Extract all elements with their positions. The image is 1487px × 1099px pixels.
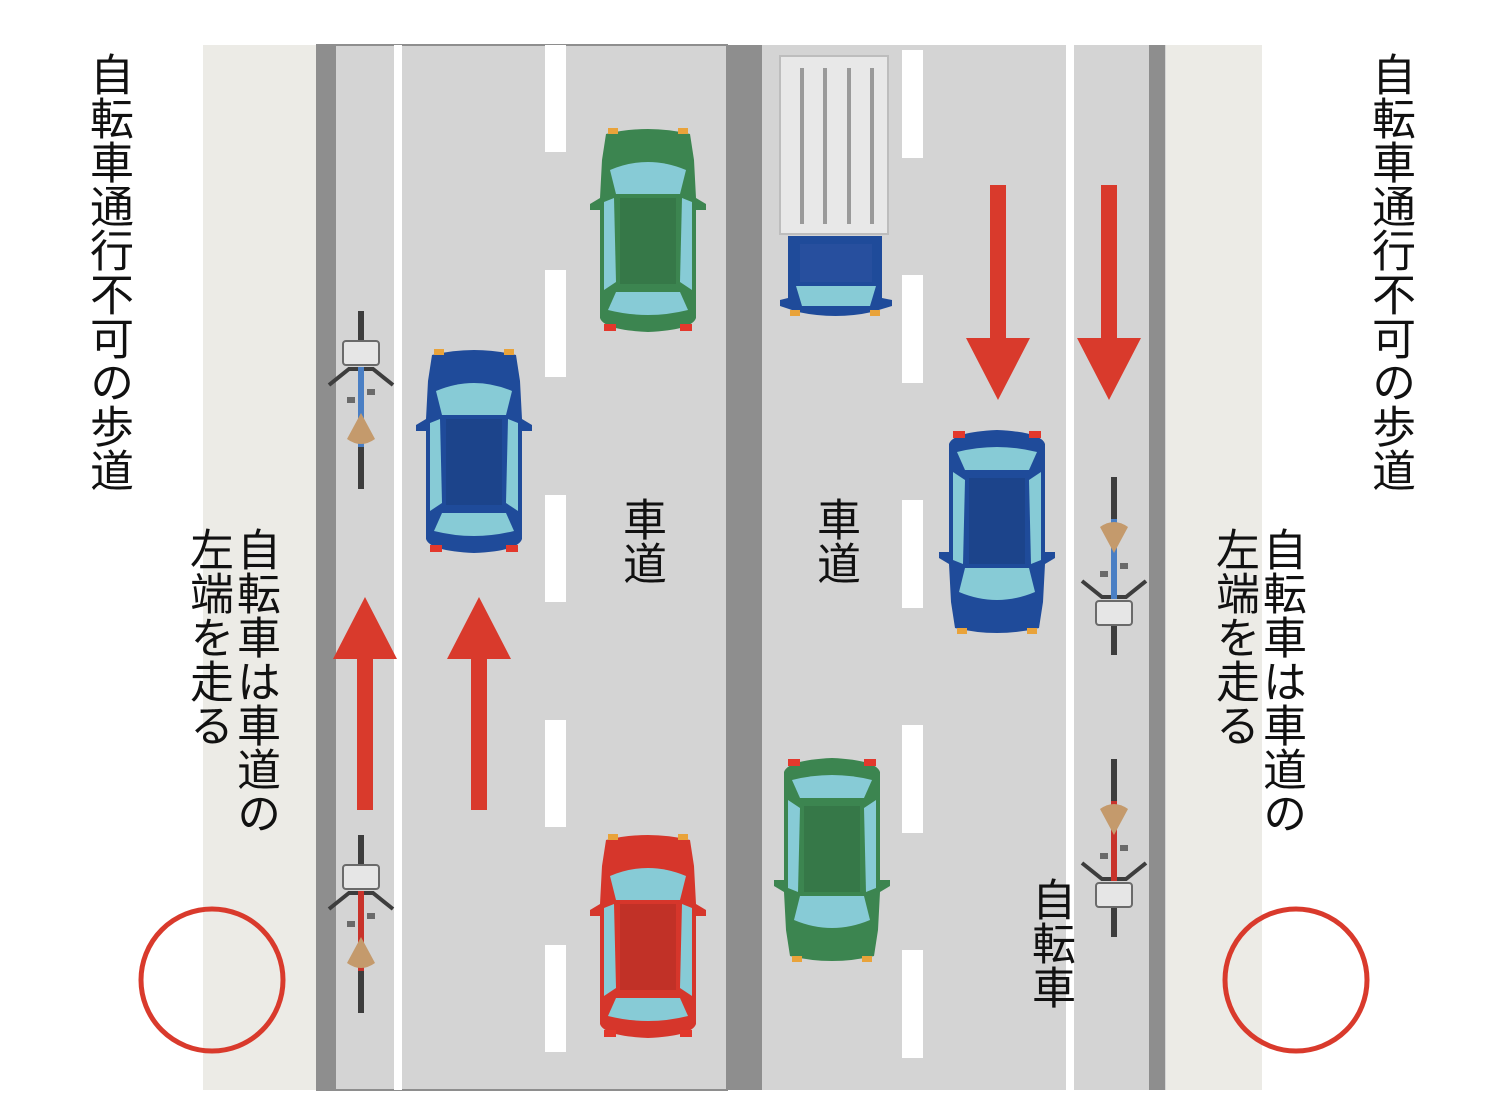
- truck-cargo-stripe: [823, 68, 827, 224]
- ok-circle-left: [138, 906, 286, 1054]
- label-sidewalk-left: 自転車通行不可の歩道: [82, 52, 133, 492]
- arrow-lane-right: [966, 185, 1030, 400]
- lane-dash-right: [902, 500, 923, 608]
- truck-cargo-stripe: [870, 68, 874, 224]
- arrow-bike-lane-left: [333, 597, 397, 810]
- scene-layer: [138, 44, 1370, 1091]
- label-roadway-left: 車道: [615, 497, 666, 585]
- ok-circle-right: [1222, 906, 1370, 1054]
- bike-lane-line-right: [1066, 45, 1074, 1090]
- lane-dash-left: [545, 495, 566, 602]
- lane-dash-left: [545, 720, 566, 827]
- car-green-southbound: [774, 758, 890, 962]
- lane-dash-left: [545, 270, 566, 377]
- car-blue-southbound: [939, 430, 1055, 634]
- car-blue-northbound: [416, 349, 532, 553]
- lane-dash-right: [902, 725, 923, 833]
- lane-dash-left: [545, 45, 566, 152]
- center-divider: [727, 45, 762, 1090]
- label-bike-rule-right: 自転車は車道の 左端を走る: [1208, 527, 1306, 835]
- lane-dash-left: [545, 945, 566, 1052]
- bike-lane-line-left: [394, 45, 402, 1090]
- lane-dash-right: [902, 275, 923, 383]
- label-sidewalk-right: 自転車通行不可の歩道: [1364, 52, 1415, 492]
- label-bike-rule-left: 自転車は車道の 左端を走る: [182, 527, 280, 835]
- label-roadway-right: 車道: [809, 497, 860, 585]
- lane-dash-right: [902, 950, 923, 1058]
- arrow-bike-lane-right: [1077, 185, 1141, 400]
- curb-left: [318, 45, 336, 1090]
- truck-cargo-stripe: [847, 68, 851, 224]
- truck-cargo-stripe: [800, 68, 804, 224]
- truck-windshield: [796, 286, 876, 306]
- car-green-northbound: [590, 128, 706, 332]
- sidewalk-left: [203, 45, 317, 1090]
- sidewalk-right: [1166, 45, 1262, 1090]
- truck-light: [870, 310, 880, 316]
- truck-light: [790, 310, 800, 316]
- arrow-lane-left: [447, 597, 511, 810]
- truck-cab-roof: [800, 244, 872, 282]
- lane-dash-right: [902, 50, 923, 158]
- curb-right: [1149, 45, 1165, 1090]
- label-bicycle: 自転車: [1024, 877, 1075, 1009]
- car-red-northbound: [590, 834, 706, 1038]
